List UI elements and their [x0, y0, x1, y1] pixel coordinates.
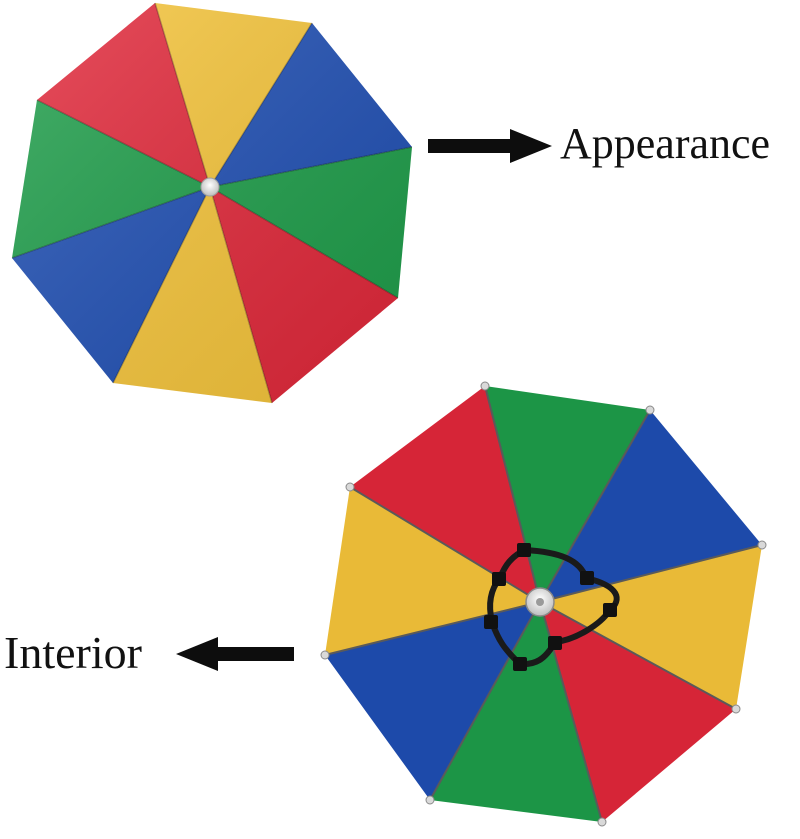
rib-tips — [320, 381, 767, 827]
panel-blue-lower-left — [325, 602, 540, 800]
panel-green-bottom — [430, 602, 602, 822]
umbrella-interior — [320, 381, 767, 827]
panel-blue-upper-right — [540, 410, 762, 602]
arrow-left-icon — [176, 637, 294, 671]
panel-yellow-right — [540, 545, 762, 709]
canopy-sheen — [12, 3, 412, 403]
umbrella-top-cap — [200, 177, 220, 197]
canopy-seams — [11, 2, 413, 404]
appearance-label: Appearance — [560, 119, 771, 168]
interior-label: Interior — [4, 627, 142, 678]
panel-yellow-left — [325, 487, 540, 655]
arrow-right-icon — [428, 129, 552, 163]
strap-clips — [484, 543, 617, 671]
panel-red-lower-right — [540, 602, 736, 822]
umbrella-exterior — [11, 2, 413, 404]
panel-red-upper-left — [350, 386, 540, 602]
umbrella-hub-center — [536, 598, 544, 606]
